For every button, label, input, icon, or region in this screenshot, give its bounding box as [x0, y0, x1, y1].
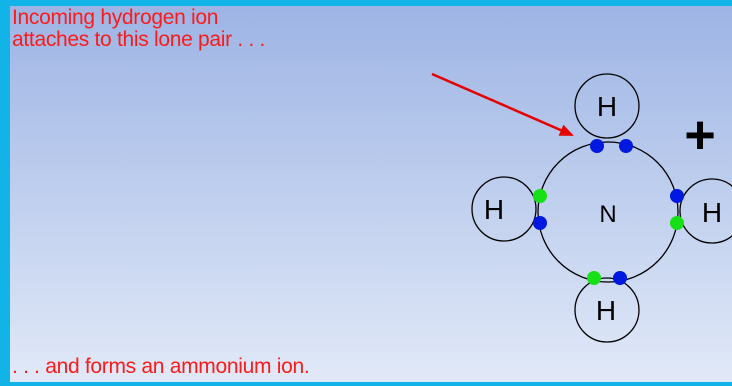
frame-bottom-edge — [0, 382, 732, 386]
hydrogen-left-label: H — [484, 194, 504, 225]
hydrogen-top-shell — [574, 73, 640, 139]
top-caption-line-1: Incoming hydrogen ion — [12, 6, 219, 29]
hydrogen-left-shell — [471, 176, 537, 242]
frame-top-edge — [0, 0, 732, 6]
electron-left-nitrogen — [533, 216, 547, 230]
frame-left-edge — [0, 0, 10, 386]
electron-right-nitrogen — [670, 189, 684, 203]
top-caption-line-2: attaches to this lone pair . . . — [12, 28, 266, 51]
hydrogen-bottom-label: H — [596, 295, 616, 326]
electron-left-hydrogen — [533, 189, 547, 203]
hydrogen-right-label: H — [702, 197, 722, 228]
hydrogen-right-shell — [679, 178, 732, 244]
bottom-caption: . . . and forms an ammonium ion. — [12, 355, 310, 378]
nitrogen-shell — [537, 141, 679, 283]
electron-bottom-hydrogen — [587, 271, 601, 285]
pointer-arrow — [431, 72, 574, 137]
top-caption: Incoming hydrogen ion attaches to this l… — [12, 7, 265, 51]
nitrogen-label: N — [599, 201, 616, 228]
electron-top-1 — [590, 139, 604, 153]
positive-charge-sign: + — [684, 105, 716, 165]
hydrogen-top-label: H — [597, 91, 617, 122]
hydrogen-bottom-shell — [574, 277, 640, 343]
electron-top-2 — [619, 139, 633, 153]
electron-bottom-nitrogen — [613, 271, 627, 285]
electron-right-hydrogen — [670, 216, 684, 230]
